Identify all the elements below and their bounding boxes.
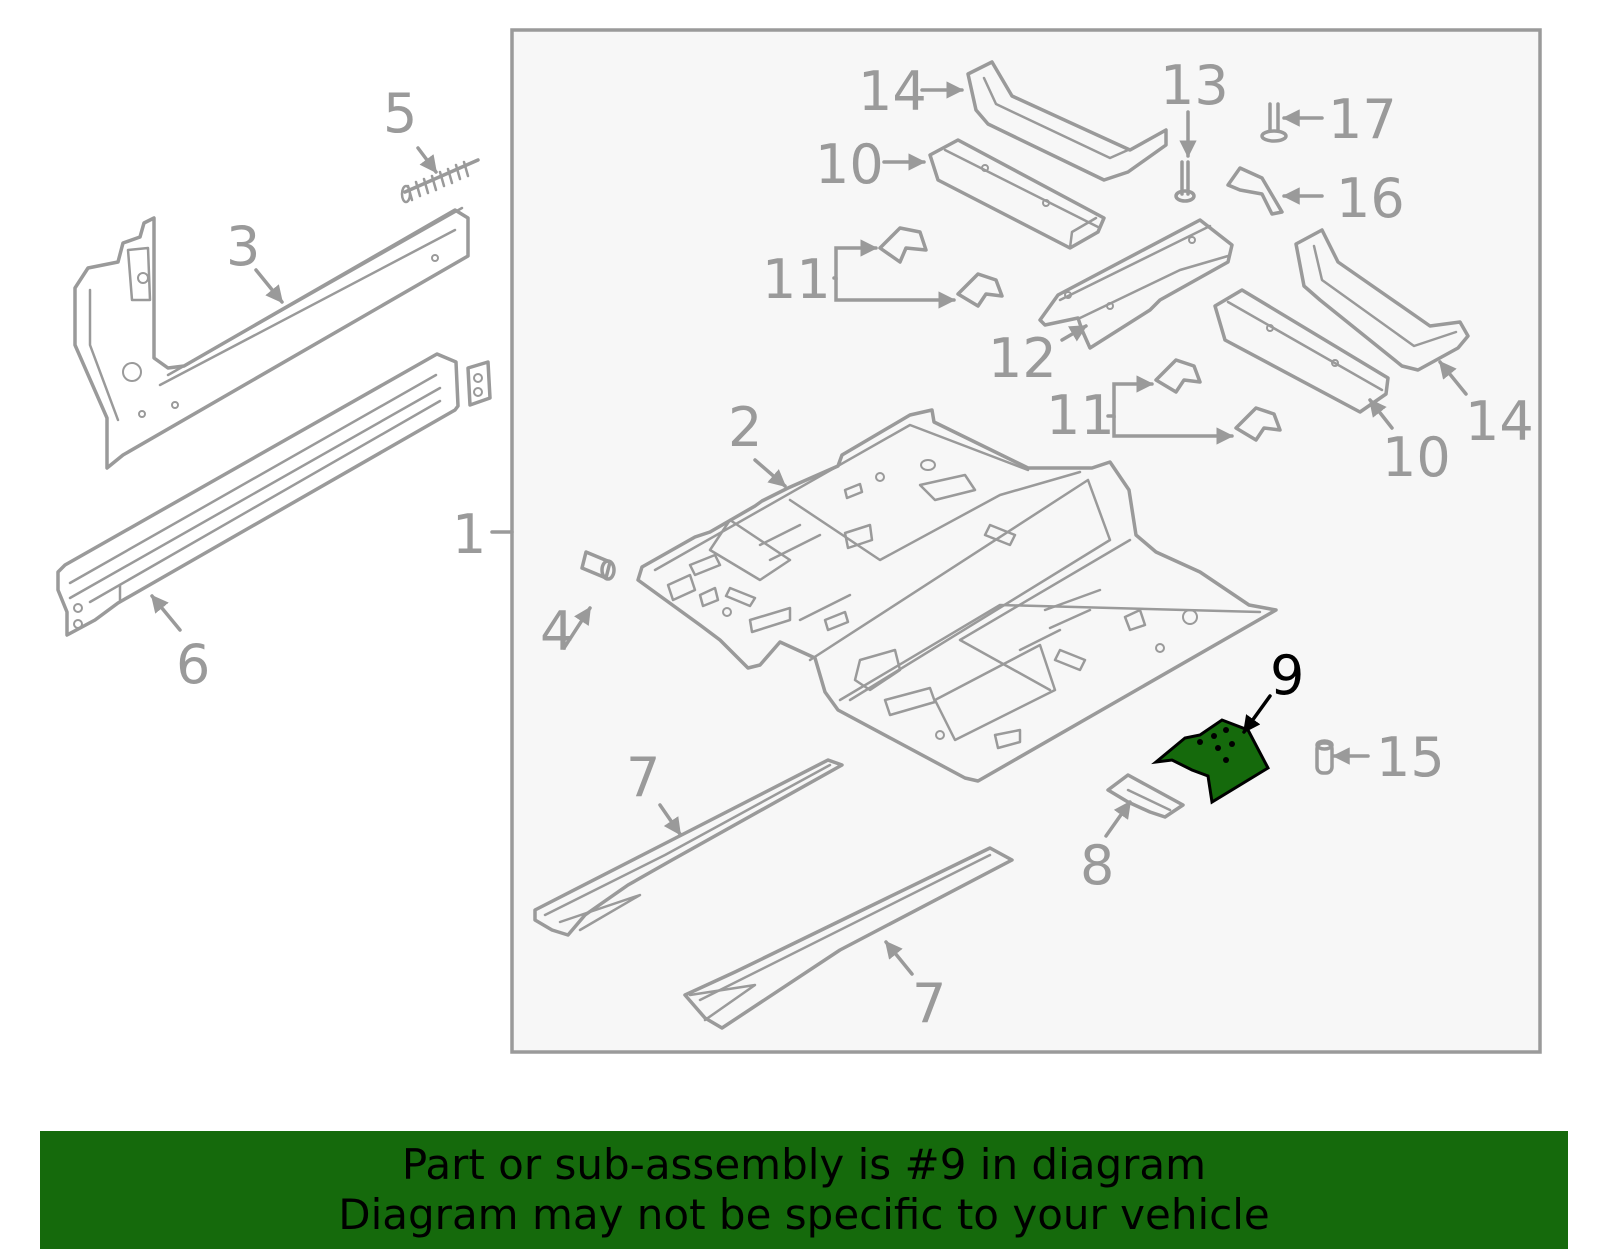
callout-15: 15 <box>1376 726 1445 789</box>
part-9-highlighted <box>1151 718 1270 805</box>
banner-line-1: Part or sub-assembly is #9 in diagram <box>401 1140 1207 1189</box>
callout-7-upper: 7 <box>626 746 660 809</box>
part-12-crossmember <box>1038 218 1234 350</box>
callout-12: 12 <box>988 327 1057 390</box>
callout-10-lower: 10 <box>1382 426 1451 489</box>
part-11-brackets <box>878 226 1282 442</box>
part-2-floor-pan <box>636 408 1278 783</box>
callout-9: 9 <box>1270 644 1304 707</box>
callout-7-lower: 7 <box>912 972 946 1035</box>
part-14-upper-member <box>966 60 1168 182</box>
part-7-lower-rail <box>683 846 1014 1030</box>
callout-14-upper: 14 <box>858 60 927 123</box>
callout-10-upper: 10 <box>815 133 884 196</box>
part-5-spring <box>400 158 480 204</box>
leader-lines <box>150 81 1468 976</box>
callout-4: 4 <box>540 600 574 663</box>
callout-16: 16 <box>1336 167 1405 230</box>
info-banner: Part or sub-assembly is #9 in diagram Di… <box>40 1131 1568 1249</box>
part-17-bolt <box>1260 102 1288 143</box>
callout-11-upper: 11 <box>762 248 831 311</box>
callout-11-lower: 11 <box>1046 384 1115 447</box>
banner-line-2: Diagram may not be specific to your vehi… <box>338 1190 1270 1239</box>
part-13-bolt <box>1174 160 1196 203</box>
callout-6: 6 <box>176 633 210 696</box>
part-10-lower-member <box>1213 288 1390 414</box>
part-14-lower-member <box>1294 228 1470 372</box>
part-6-rocker <box>56 352 492 637</box>
part-3-reinforcement <box>73 206 470 470</box>
part-15-plug <box>1315 739 1334 775</box>
part-7-upper-rail <box>533 758 844 937</box>
callout-8: 8 <box>1080 834 1114 897</box>
assembly-box <box>510 28 1542 1054</box>
callout-3: 3 <box>226 215 260 278</box>
part-10-upper-member <box>928 138 1106 250</box>
callout-17: 17 <box>1328 88 1397 151</box>
part-16-bracket <box>1226 166 1284 216</box>
callout-14-lower: 14 <box>1465 390 1534 453</box>
callout-1: 1 <box>452 503 486 566</box>
callout-13: 13 <box>1160 54 1229 117</box>
callout-2: 2 <box>728 396 762 459</box>
part-4-plug <box>580 550 616 581</box>
callout-5: 5 <box>383 82 417 145</box>
